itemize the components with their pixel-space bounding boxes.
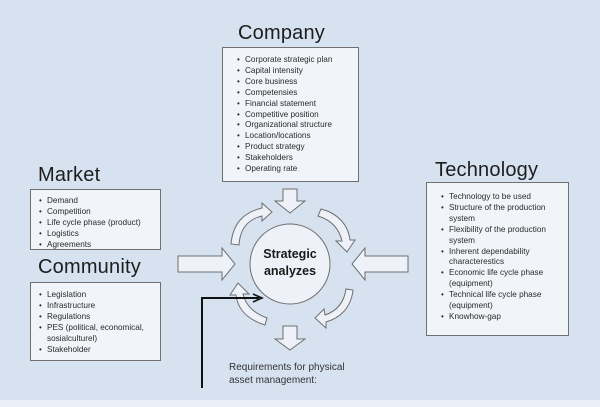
requirements-label: Requirements for physical asset manageme… [229, 361, 345, 387]
community-item: PES (political, economical, sosialcultur… [39, 323, 165, 345]
company-item: Core business [237, 77, 358, 88]
community-box: Legislation Infrastructure Regulations P… [30, 282, 161, 361]
technology-item: Economic life cycle phase (equipment) [441, 268, 553, 290]
community-item: Legislation [39, 290, 160, 301]
company-title: Company [238, 22, 325, 44]
company-box: Corporate strategic plan Capital intensi… [222, 47, 359, 182]
company-item: Organizational structure [237, 120, 358, 131]
arrow-from-technology [351, 246, 409, 282]
community-item: Stakeholder [39, 345, 160, 356]
company-item: Competensies [237, 88, 358, 99]
requirements-line2: asset management: [229, 375, 317, 386]
community-list: Legislation Infrastructure Regulations P… [39, 290, 160, 355]
bottom-strip [0, 400, 600, 407]
company-item: Financial statement [237, 99, 358, 110]
arrow-to-requirements [273, 325, 307, 351]
company-item: Stakeholders [237, 153, 358, 164]
company-item: Location/locations [237, 131, 358, 142]
requirements-line1: Requirements for physical [229, 362, 345, 373]
arrow-from-company [273, 188, 307, 214]
community-item: Regulations [39, 312, 160, 323]
technology-title: Technology [435, 159, 539, 181]
arrow-from-market-community [177, 246, 236, 282]
cycle-arrow-upper-right [317, 208, 356, 253]
market-item: Demand [39, 196, 160, 207]
center-label: Strategic analyzes [250, 246, 330, 280]
company-item: Operating rate [237, 164, 358, 175]
technology-box: Technology to be used Structure of the p… [426, 182, 569, 336]
center-label-line2: analyzes [263, 264, 317, 278]
company-list: Corporate strategic plan Capital intensi… [237, 55, 358, 175]
technology-item: Inherent dependability characterestics [441, 247, 553, 269]
market-item: Agreements [39, 240, 160, 251]
company-item: Competitive position [237, 110, 358, 121]
cycle-arrow-lower-left [229, 282, 268, 326]
company-item: Corporate strategic plan [237, 55, 358, 66]
market-item: Competition [39, 207, 160, 218]
community-item: Infrastructure [39, 301, 160, 312]
feedback-connector-arrowhead [252, 293, 264, 303]
technology-item: Structure of the production system [441, 203, 553, 225]
center-label-line1: Strategic [263, 247, 317, 261]
market-title: Market [38, 164, 101, 186]
market-item: Logistics [39, 229, 160, 240]
company-item: Capital intensity [237, 66, 358, 77]
technology-item: Technical life cycle phase (equipment) [441, 290, 553, 312]
company-item: Product strategy [237, 142, 358, 153]
market-list: Demand Competition Life cycle phase (pro… [39, 196, 160, 251]
feedback-connector-line [201, 297, 259, 388]
market-item: Life cycle phase (product) [39, 218, 160, 229]
community-title: Community [38, 256, 141, 278]
market-box: Demand Competition Life cycle phase (pro… [30, 189, 161, 250]
technology-item: Flexibility of the production system [441, 225, 553, 247]
center-circle [249, 223, 331, 305]
technology-item: Knowhow-gap [441, 312, 553, 323]
technology-list: Technology to be used Structure of the p… [441, 192, 553, 323]
cycle-arrow-lower-right [314, 288, 354, 330]
technology-item: Technology to be used [441, 192, 553, 203]
cycle-arrow-upper-left [230, 201, 273, 246]
